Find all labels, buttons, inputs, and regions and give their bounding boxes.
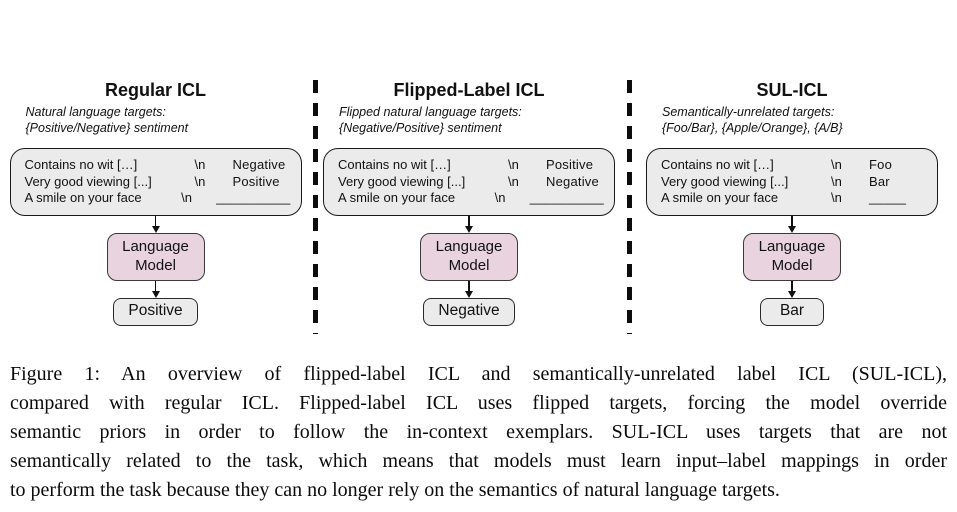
exemplar-row: A smile on your face \n __________ [338, 190, 604, 207]
language-model-box: Language Model [743, 233, 841, 281]
down-arrow-icon [151, 281, 160, 298]
panel-title: Flipped-Label ICL [393, 80, 545, 100]
panel-flipped-label-icl: Flipped-Label ICL Flipped natural langua… [311, 80, 627, 326]
exemplar-input: Very good viewing [...] [338, 173, 466, 189]
model-box-line: Model [448, 256, 490, 274]
subtitle-line: {Positive/Negative} sentiment [25, 120, 189, 135]
exemplar-blank: __________ [529, 190, 604, 205]
exemplar-blank: _____ [869, 190, 907, 205]
language-model-box: Language Model [106, 233, 205, 281]
subtitle-line: {Negative/Positive} sentiment [339, 120, 502, 135]
exemplar-label: Negative [546, 173, 599, 189]
down-arrow-icon [788, 216, 796, 233]
exemplar-row: Contains no wit […] \n Negative [25, 157, 291, 174]
panel-subtitle: Flipped natural language targets: {Negat… [323, 105, 615, 136]
exemplar-row: Very good viewing [...] \n Bar [661, 174, 927, 191]
panel-subtitle: Natural language targets: {Positive/Nega… [10, 105, 302, 136]
panel-divider-dashed-line [627, 80, 632, 334]
caption-line: semantically related to the task, which … [10, 450, 947, 472]
newline-token: \n [494, 190, 506, 205]
model-box-line: Model [771, 256, 813, 274]
exemplar-label: Bar [869, 173, 890, 189]
panel-title: SUL-ICL [756, 80, 828, 100]
panel-divider-dashed-line [313, 80, 318, 334]
newline-token: \n [831, 173, 842, 189]
exemplar-input: A smile on your face [24, 190, 142, 205]
down-arrow-icon [788, 281, 796, 298]
exemplar-row: A smile on your face \n _____ [661, 190, 927, 207]
subtitle-line: Flipped natural language targets: [339, 105, 522, 119]
model-box-line: Language [758, 238, 826, 255]
newline-token: \n [508, 157, 519, 172]
exemplar-input: Contains no wit […] [661, 157, 774, 172]
exemplar-input: Contains no wit […] [338, 157, 451, 172]
exemplar-row: Very good viewing [...] \n Negative [338, 174, 604, 191]
newline-token: \n [508, 173, 519, 189]
down-arrow-icon [465, 281, 473, 298]
exemplar-box: Contains no wit […] \n Negative Very goo… [9, 148, 302, 216]
down-arrow-icon [465, 216, 473, 233]
exemplar-blank: __________ [216, 190, 291, 205]
exemplar-label: Positive [232, 173, 280, 189]
newline-token: \n [181, 190, 193, 205]
exemplar-row: A smile on your face \n __________ [25, 190, 291, 207]
exemplar-input: Very good viewing [...] [661, 173, 789, 189]
exemplar-row: Contains no wit […] \n Foo [661, 157, 927, 174]
down-arrow-icon [151, 216, 160, 233]
panel-subtitle: Semantically-unrelated targets: {Foo/Bar… [646, 105, 938, 136]
exemplar-input: Contains no wit […] [24, 157, 138, 172]
exemplar-label: Foo [869, 157, 893, 172]
newline-token: \n [831, 157, 842, 172]
subtitle-line: Natural language targets: [25, 105, 166, 119]
figure-diagram: Regular ICL Natural language targets: {P… [0, 80, 957, 334]
exemplar-box: Contains no wit […] \n Foo Very good vie… [646, 148, 938, 216]
panel-sul-icl: SUL-ICL Semantically-unrelated targets: … [627, 80, 957, 326]
exemplar-row: Contains no wit […] \n Positive [338, 157, 604, 174]
subtitle-line: Semantically-unrelated targets: [662, 105, 835, 119]
newline-token: \n [831, 190, 842, 205]
output-label-box: Negative [423, 298, 515, 326]
model-box-line: Language [122, 238, 189, 255]
exemplar-box: Contains no wit […] \n Positive Very goo… [323, 148, 615, 216]
figure-caption: Figure 1: An overview of flipped-label I… [10, 360, 947, 505]
model-box-line: Language [435, 238, 503, 255]
caption-line: to perform the task because they can no … [10, 479, 780, 501]
exemplar-input: A smile on your face [661, 190, 779, 205]
language-model-box: Language Model [420, 233, 518, 281]
newline-token: \n [194, 173, 206, 189]
exemplar-label: Negative [232, 157, 286, 172]
caption-line: compared with regular ICL. Flipped-label… [10, 392, 947, 414]
model-box-line: Model [135, 256, 176, 274]
caption-line: Figure 1: An overview of flipped-label I… [10, 363, 947, 385]
exemplar-input: Very good viewing [...] [24, 173, 152, 189]
output-label-box: Positive [113, 298, 198, 326]
panel-title: Regular ICL [104, 80, 206, 100]
exemplar-input: A smile on your face [338, 190, 456, 205]
exemplar-label: Positive [546, 157, 594, 172]
exemplar-row: Very good viewing [...] \n Positive [25, 174, 291, 191]
subtitle-line: {Foo/Bar}, {Apple/Orange}, {A/B} [662, 120, 843, 135]
newline-token: \n [194, 157, 206, 172]
caption-line: semantic priors in order to follow the i… [10, 421, 947, 443]
panel-regular-icl: Regular ICL Natural language targets: {P… [0, 80, 311, 326]
output-label-box: Bar [760, 298, 824, 326]
